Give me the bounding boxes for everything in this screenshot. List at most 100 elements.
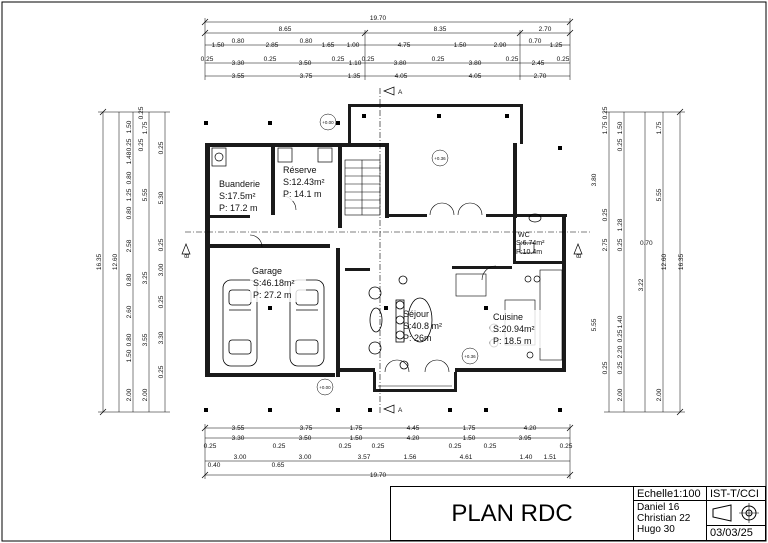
dim-top-r4-4: 4.05 [469, 73, 482, 80]
dim-bot-r2-6: 0.25 [372, 443, 385, 450]
dim-bot-r2-9: 1.50 [463, 435, 476, 442]
dim-bot-r2-8: 0.25 [449, 443, 462, 450]
dim-bot-r2-11: 3.95 [519, 435, 532, 442]
room-name-cuisine: Cuisine [493, 312, 523, 322]
dimension-lines [98, 18, 685, 479]
section-arrow-icon [181, 243, 191, 255]
walls [205, 104, 567, 392]
level-label-1: +0.36 [434, 156, 446, 161]
dim-top-r2-9: 0.70 [529, 38, 542, 45]
dim-right-r3-8: 2.00 [617, 388, 624, 401]
dim-right-sub: 12.60 [661, 253, 668, 270]
dim-top-r4-5: 2.70 [534, 73, 547, 80]
dim-right-r2-5: 5.55 [591, 318, 598, 331]
dim-top-r4-2: 1.35 [348, 73, 361, 80]
dim-top-r2-8: 2.90 [494, 42, 507, 49]
room-area-wc: S:6.74m² [516, 240, 545, 247]
dim-right-r1-1: 5.55 [656, 188, 663, 201]
room-perimeter-garage: P: 27.2 m [253, 290, 292, 300]
section-label-left: B [184, 254, 191, 258]
room-name-wc: WC [518, 232, 530, 239]
dim-right-r1-0: 1.75 [656, 121, 663, 134]
dim-left-r1-0: 1.75 [142, 121, 149, 134]
appliance-icons [211, 147, 333, 167]
dim-left-r3-7: 0.80 [126, 273, 133, 286]
author-2: Hugo 30 [637, 524, 675, 535]
dim-right-r2-2: 3.80 [591, 173, 598, 186]
dim-top-r3-7: 3.80 [394, 60, 407, 67]
room-name-sejour: Séjour [403, 309, 429, 319]
dim-left-r3-3: 0.80 [126, 171, 133, 184]
dim-top-r4-1: 3.75 [300, 73, 313, 80]
dim-top-r2-7: 1.50 [454, 42, 467, 49]
room-perimeter-cuisine: P: 18.5 m [493, 336, 532, 346]
projection-symbol-box [706, 500, 766, 526]
section-arrow-icon [573, 243, 583, 255]
dim-left-r3-8: 2.60 [126, 305, 133, 318]
room-area-buanderie: S:17.5m² [219, 191, 256, 201]
dim-right-r3-6: 2.20 [617, 345, 624, 358]
dim-bot-r3-3: 3.00 [299, 454, 312, 461]
institution-label: IST-T/CCI [710, 488, 759, 500]
dim-bot-r1-1: 3.75 [300, 425, 313, 432]
room-area-cuisine: S:20.94m² [493, 324, 535, 334]
dim-bot-r3-2: 0.65 [272, 462, 285, 469]
drawing-title: PLAN RDC [451, 499, 573, 527]
dim-left-small-1: 0.25 [138, 138, 145, 151]
room-perimeter-buanderie: P: 17.2 m [219, 203, 258, 213]
dim-top-r2-2: 2.85 [266, 42, 279, 49]
dim-bot-r1-3: 4.45 [407, 425, 420, 432]
dim-right-r3-2: 1.28 [617, 218, 624, 231]
dim-bot-r3-4: 3.57 [358, 454, 371, 461]
dining-table-icon [368, 275, 433, 370]
dim-bot-r2-7: 4.20 [407, 435, 420, 442]
dim-top-r3-0: 0.25 [201, 56, 214, 63]
dim-left-r1-1: 5.55 [142, 188, 149, 201]
dimension-ticks [99, 18, 684, 479]
dim-top-r3-9: 3.80 [469, 60, 482, 67]
detail-lines [185, 88, 590, 415]
dim-right-extra: 0.70 [640, 240, 653, 247]
section-label-top: A [398, 89, 403, 96]
dim-left-r3-1: 0.25 [126, 138, 133, 151]
dim-top-r4-0: 3.55 [232, 73, 245, 80]
room-name-reserve: Réserve [283, 165, 317, 175]
dim-bot-r2-10: 0.25 [484, 443, 497, 450]
dim-top-r3-12: 0.25 [557, 56, 570, 63]
dim-top-r3-5: 1.10 [349, 60, 362, 67]
dim-left-r3-5: 0.80 [126, 206, 133, 219]
dim-top-r1-0: 8.65 [279, 26, 292, 33]
section-arrow-icon [383, 404, 395, 414]
dim-bot-r3-8: 1.51 [544, 454, 557, 461]
dim-left-r2-2: 0.25 [158, 238, 165, 251]
dim-top-r2-0: 1.50 [212, 42, 225, 49]
dim-top-total: 19.70 [370, 15, 387, 22]
room-perimeter-wc: P:10.4m [516, 249, 542, 256]
dim-left-r3-4: 1.25 [126, 188, 133, 201]
dim-right-r3-5: 0.25 [617, 329, 624, 342]
room-name-buanderie: Buanderie [219, 179, 260, 189]
column-markers [204, 114, 562, 412]
room-name-garage: Garage [252, 266, 282, 276]
dim-bot-total: 19.70 [370, 472, 387, 479]
dim-bot-r2-1: 3.30 [232, 435, 245, 442]
dim-bot-r1-4: 1.75 [463, 425, 476, 432]
left-dimensions: 16.35 12.60 1.75 5.55 3.25 3.55 2.00 0.2… [96, 106, 165, 401]
dim-bot-r2-0: 0.25 [204, 443, 217, 450]
drawing-title-box: PLAN RDC [390, 486, 634, 541]
dim-bot-r2-2: 0.25 [273, 443, 286, 450]
dim-top-r3-3: 3.50 [299, 60, 312, 67]
dim-top-r2-6: 4.75 [398, 42, 411, 49]
dim-top-r1-2: 2.70 [539, 26, 552, 33]
dim-top-r3-11: 2.45 [532, 60, 545, 67]
first-angle-projection-icon [712, 503, 759, 523]
dim-right-r2-6: 0.25 [602, 361, 609, 374]
dim-bot-r1-0: 3.55 [232, 425, 245, 432]
dim-right-r1-3: 2.00 [656, 388, 663, 401]
dim-right-r3-3: 0.25 [617, 238, 624, 251]
dim-left-small-0: 0.25 [138, 106, 145, 119]
dim-top-r3-1: 3.30 [232, 60, 245, 67]
dim-bot-r3-1: 3.00 [234, 454, 247, 461]
dim-top-r3-6: 0.25 [362, 56, 375, 63]
